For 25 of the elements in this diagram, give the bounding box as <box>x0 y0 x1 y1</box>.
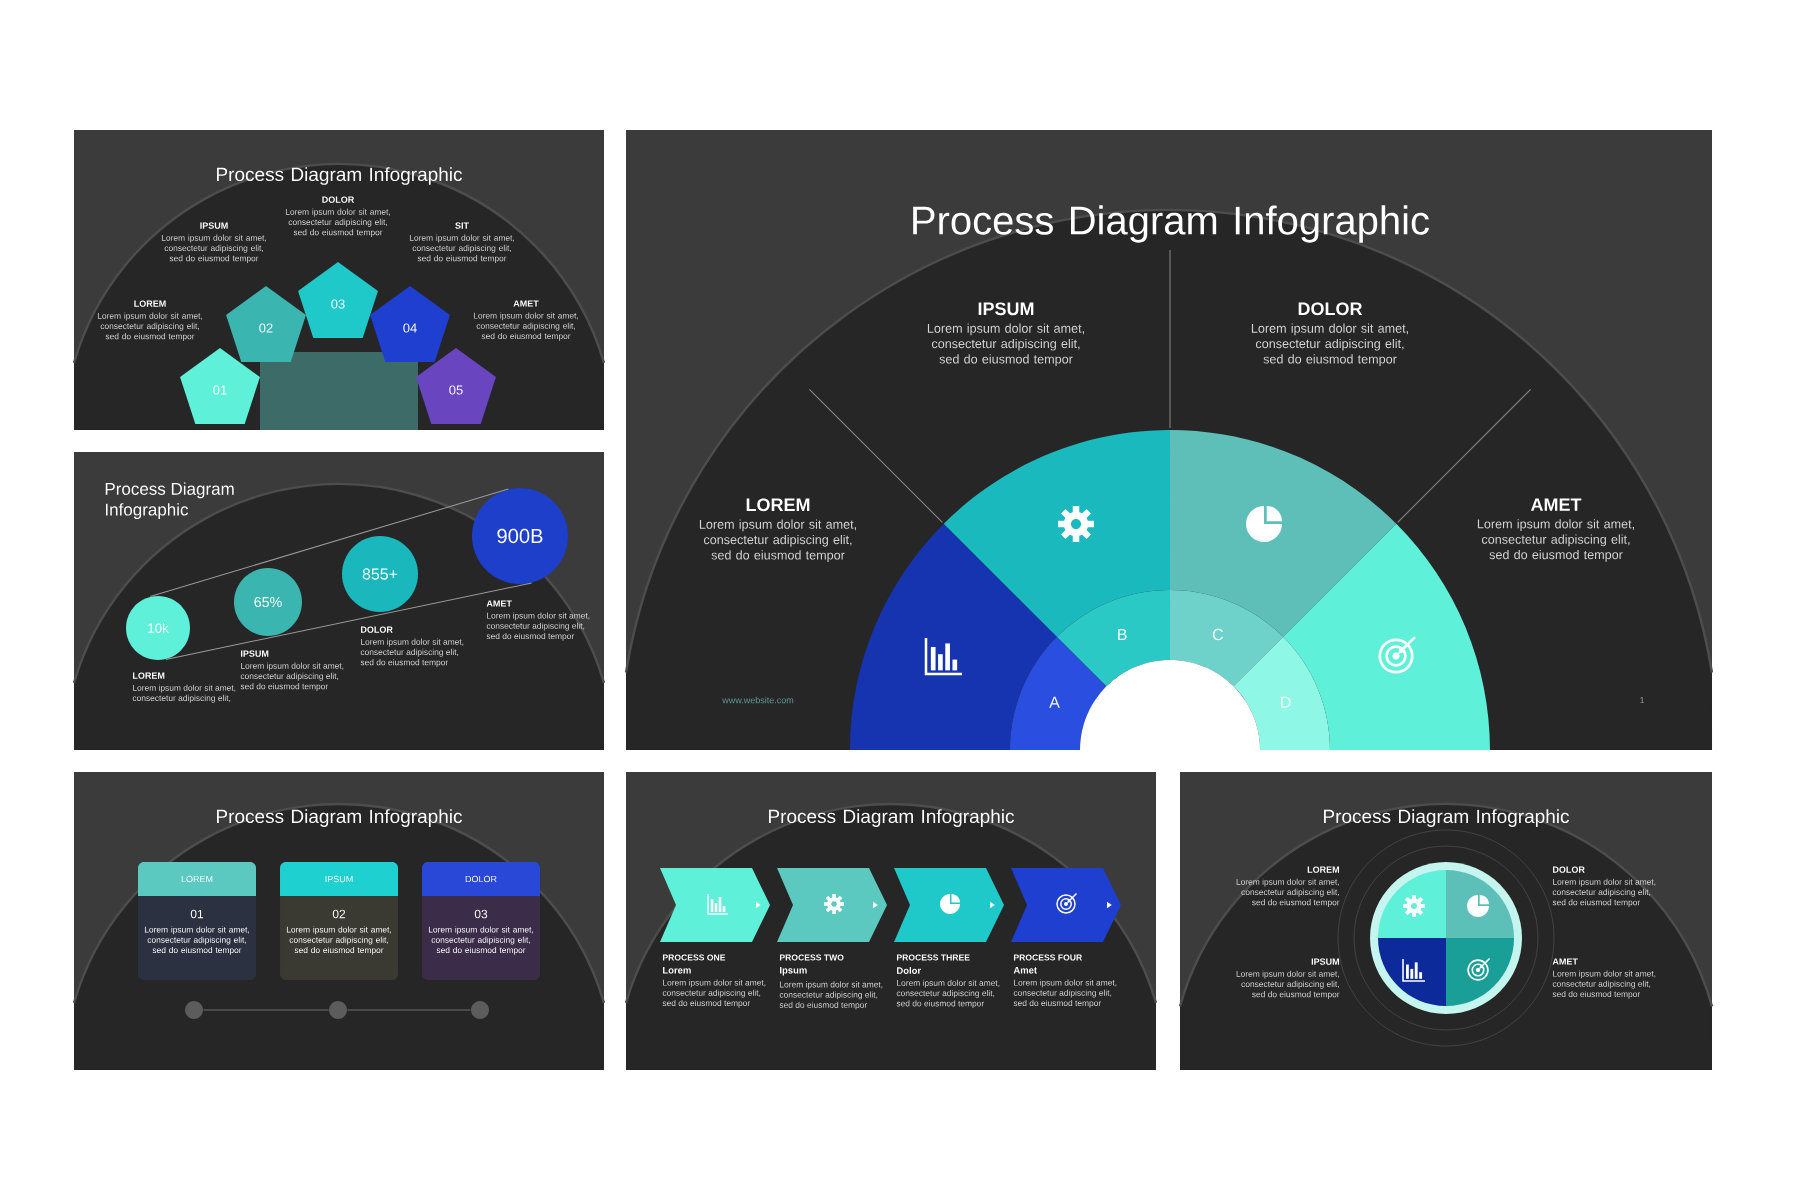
sector: B <box>1056 590 1170 687</box>
step-banner <box>1011 868 1121 942</box>
connector-line <box>346 1009 472 1011</box>
timeline-dot <box>329 1001 347 1019</box>
connector-line <box>149 488 509 598</box>
timeline-dot <box>471 1001 489 1019</box>
sector: C <box>1170 590 1284 687</box>
connector-line <box>165 582 533 660</box>
item-heading: DOLOR <box>1298 302 1363 316</box>
sector <box>1170 430 1397 637</box>
item-heading: LOREM <box>746 498 810 512</box>
sector <box>1378 938 1446 1006</box>
sector <box>1446 870 1514 938</box>
sector <box>1378 870 1446 938</box>
sector <box>943 430 1170 637</box>
sector <box>1446 938 1514 1006</box>
sector: D <box>1233 636 1330 750</box>
step-banner <box>777 868 887 942</box>
sector: A <box>1010 636 1107 750</box>
step-banner <box>660 868 770 942</box>
item-heading: IPSUM <box>978 302 1034 316</box>
item-heading: AMET <box>1530 498 1582 511</box>
connector-line <box>202 1009 330 1011</box>
step-banner <box>894 868 1004 942</box>
timeline-dot <box>185 1001 203 1019</box>
